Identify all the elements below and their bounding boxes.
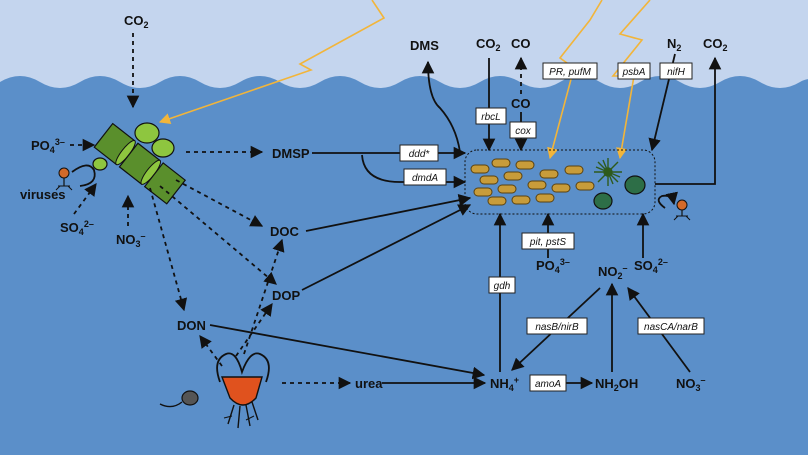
gene-amoa-box: amoA xyxy=(529,374,567,392)
cyanobacteria-cell xyxy=(624,175,646,195)
dop-label: DOP xyxy=(272,288,301,303)
gene-nasca-narb-label: nasCA/narB xyxy=(644,322,698,333)
green-cell xyxy=(151,138,175,158)
gene-psba-label: psbA xyxy=(622,67,646,78)
co2-right-label: CO2 xyxy=(703,36,728,53)
trichodesmium-colony xyxy=(594,158,622,186)
gene-amoa-label: amoA xyxy=(535,379,561,390)
gene-gdh-box: gdh xyxy=(488,276,516,294)
n2-label: N2 xyxy=(667,36,681,53)
arrow-ciliate-dop xyxy=(235,302,273,357)
sunlight-ray-pr xyxy=(547,0,603,160)
arrow-dop-uptake xyxy=(301,204,472,291)
arrow-dms-release xyxy=(421,60,461,153)
co2-mid-label: CO2 xyxy=(476,36,501,53)
virus-icon xyxy=(55,167,73,191)
gene-cox-box: cox xyxy=(509,121,537,139)
dmsp-label: DMSP xyxy=(272,146,310,161)
sunlight-rays xyxy=(158,0,651,160)
po4-left-label: PO43– xyxy=(31,137,65,155)
no2-label: NO2– xyxy=(598,263,628,281)
dms-label: DMS xyxy=(410,38,439,53)
virus-lysis-loop-right xyxy=(657,191,678,209)
bacteria-cluster xyxy=(470,158,595,206)
gene-dmda-box: dmdA xyxy=(403,168,447,186)
no3-left-label: NO3– xyxy=(116,231,146,249)
po4-mid-label: PO43– xyxy=(536,257,570,275)
gene-cox-label: cox xyxy=(515,126,532,137)
sunlight-ray-psba xyxy=(611,0,651,160)
arrow-doc xyxy=(175,179,264,227)
flagellate xyxy=(159,390,199,408)
no3-right-label: NO3– xyxy=(676,375,706,393)
gene-pit-psts-label: pit, pstS xyxy=(529,237,566,248)
arrow-doc-uptake xyxy=(305,194,472,232)
cyanobacteria-cell xyxy=(593,192,613,210)
gene-gdh-label: gdh xyxy=(494,281,511,292)
ciliate-grazer xyxy=(216,352,270,429)
so4-right-label: SO42– xyxy=(634,257,668,275)
urea-label: urea xyxy=(355,376,383,391)
gene-rbcl-box: rbcL xyxy=(475,107,507,125)
co-mid-label: CO xyxy=(511,96,531,111)
gene-ddd-box: ddd* xyxy=(399,144,439,162)
gene-dmda-label: dmdA xyxy=(412,173,438,184)
gene-pr-pufm-box: PR, pufM xyxy=(542,62,598,80)
gene-nasca-narb-box: nasCA/narB xyxy=(637,317,705,335)
gene-nifh-label: nifH xyxy=(667,67,686,78)
co-top-label: CO xyxy=(511,36,531,51)
gene-pr-pufm-label: PR, pufM xyxy=(549,67,591,78)
gene-nifh-box: nifH xyxy=(659,62,693,80)
diatom-chain xyxy=(92,122,187,205)
don-label: DON xyxy=(177,318,206,333)
gene-pit-psts-box: pit, pstS xyxy=(521,232,575,250)
co2-left-label: CO2 xyxy=(124,13,149,30)
sunlight-ray-diatom xyxy=(158,0,386,125)
arrow-ciliate-don xyxy=(199,334,223,367)
viruses-label: viruses xyxy=(20,187,66,202)
nh4-label: NH4+ xyxy=(490,375,519,393)
gene-rbcl-label: rbcL xyxy=(481,112,500,123)
virus-icon xyxy=(673,199,691,221)
arrow-co2-release xyxy=(655,56,722,185)
so4-left-label: SO42– xyxy=(60,219,94,237)
doc-label: DOC xyxy=(270,224,300,239)
arrow-so4-uptake xyxy=(73,182,97,215)
green-cell xyxy=(134,122,160,144)
arrow-don xyxy=(149,187,188,312)
nh2oh-label: NH2OH xyxy=(595,376,638,393)
arrow-don-remin xyxy=(209,324,486,380)
gene-ddd-label: ddd* xyxy=(409,149,431,160)
gene-nasb-nirb-box: nasB/nirB xyxy=(526,317,588,335)
gene-nasb-nirb-label: nasB/nirB xyxy=(535,322,579,333)
gene-psba-box: psbA xyxy=(617,62,651,80)
arrow-dmsp-dmda xyxy=(361,154,467,189)
green-cell xyxy=(92,157,108,171)
arrow-dop xyxy=(159,185,277,285)
